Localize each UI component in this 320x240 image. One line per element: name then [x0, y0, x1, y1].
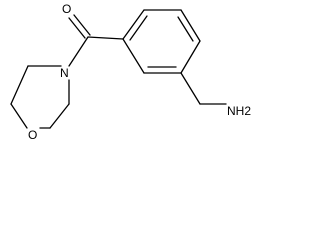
bond-ring-1-2: [122, 9, 145, 40]
bond-carbonyl-oxygen-b: [73, 14, 91, 36]
bond-carbonyl-nitrogen: [68, 36, 89, 67]
atom-labels: O N O NH2: [28, 2, 251, 142]
bond-morpholine-o-left: [10, 103, 28, 129]
bond-ring-6-1: [122, 38, 145, 74]
amine-label: NH2: [227, 104, 251, 118]
bond-ring-3-4: [180, 9, 201, 42]
bond-ring-4-5: [180, 40, 201, 74]
bond-morpholine-right-lower: [49, 103, 70, 129]
morpholine-nitrogen-label: N: [60, 66, 69, 80]
structure-drawing: O N O NH2: [10, 2, 251, 142]
bonds: [10, 9, 227, 129]
bond-morpholine-left: [10, 65, 29, 105]
bond-ring-1-2-inner: [129, 15, 148, 41]
bond-carbonyl-ring: [87, 36, 124, 40]
carbonyl-oxygen-label: O: [62, 2, 71, 16]
bond-ring-ch2: [180, 72, 201, 105]
morpholine-oxygen-label: O: [28, 128, 37, 142]
bond-carbonyl-oxygen-a: [68, 17, 86, 39]
molecule-diagram: O N O NH2: [10, 2, 251, 142]
bond-ring-3-4-inner: [177, 16, 194, 42]
